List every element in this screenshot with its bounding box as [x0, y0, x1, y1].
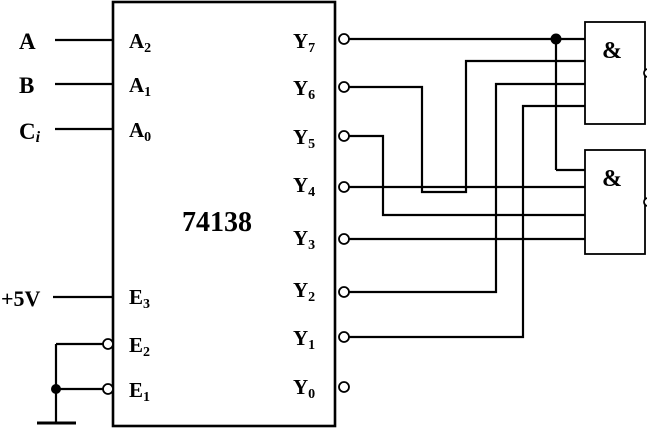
wire-y1: [349, 104, 585, 339]
and-gate-upper-symbol: &: [602, 38, 622, 64]
y5-inversion-bubble: [338, 130, 350, 142]
upper-gate-output-bubble: [643, 68, 647, 78]
e2-inversion-bubble: [102, 338, 114, 350]
input-b-label: B: [19, 73, 34, 98]
pin-y1-label: Y1: [293, 326, 315, 353]
pin-y3-label: Y3: [293, 226, 315, 253]
and-gate-lower: [584, 149, 646, 255]
junction-dot-y7: [550, 33, 562, 45]
chip-name-label: 74138: [182, 207, 252, 238]
y6-inversion-bubble: [338, 81, 350, 93]
input-a-label: A: [19, 29, 36, 54]
input-ci-label: Ci: [19, 119, 41, 146]
input-ci-main: C: [19, 119, 36, 144]
pin-e3-label: E3: [129, 285, 150, 312]
y4-inversion-bubble: [338, 181, 350, 193]
pin-e1-label: E1: [129, 378, 150, 405]
pin-e2-label: E2: [129, 333, 150, 360]
junction-dot-ground: [51, 384, 61, 394]
and-gate-upper: [584, 21, 646, 125]
wire-y5: [349, 134, 585, 217]
pin-a2-label: A2: [129, 29, 151, 56]
pin-y2-label: Y2: [293, 278, 315, 305]
decoder-74138-body: [111, 0, 337, 428]
supply-label: +5V: [1, 286, 41, 311]
pin-y0-label: Y0: [293, 375, 315, 402]
y7-inversion-bubble: [338, 33, 350, 45]
pin-y5-label: Y5: [293, 125, 315, 152]
pin-a1-label: A1: [129, 73, 151, 100]
pin-y4-label: Y4: [293, 173, 315, 200]
e1-inversion-bubble: [102, 383, 114, 395]
input-ci-subscript: i: [36, 129, 41, 146]
wire-y2: [349, 82, 585, 294]
pin-y6-label: Y6: [293, 76, 315, 103]
wire-y6: [349, 59, 585, 194]
lower-gate-output-bubble: [643, 197, 647, 207]
y3-inversion-bubble: [338, 233, 350, 245]
y0-inversion-bubble: [338, 381, 350, 393]
pin-y7-label: Y7: [293, 29, 315, 56]
and-gate-lower-symbol: &: [602, 166, 622, 192]
pin-a0-label: A0: [129, 118, 151, 145]
y1-inversion-bubble: [338, 331, 350, 343]
y2-inversion-bubble: [338, 286, 350, 298]
